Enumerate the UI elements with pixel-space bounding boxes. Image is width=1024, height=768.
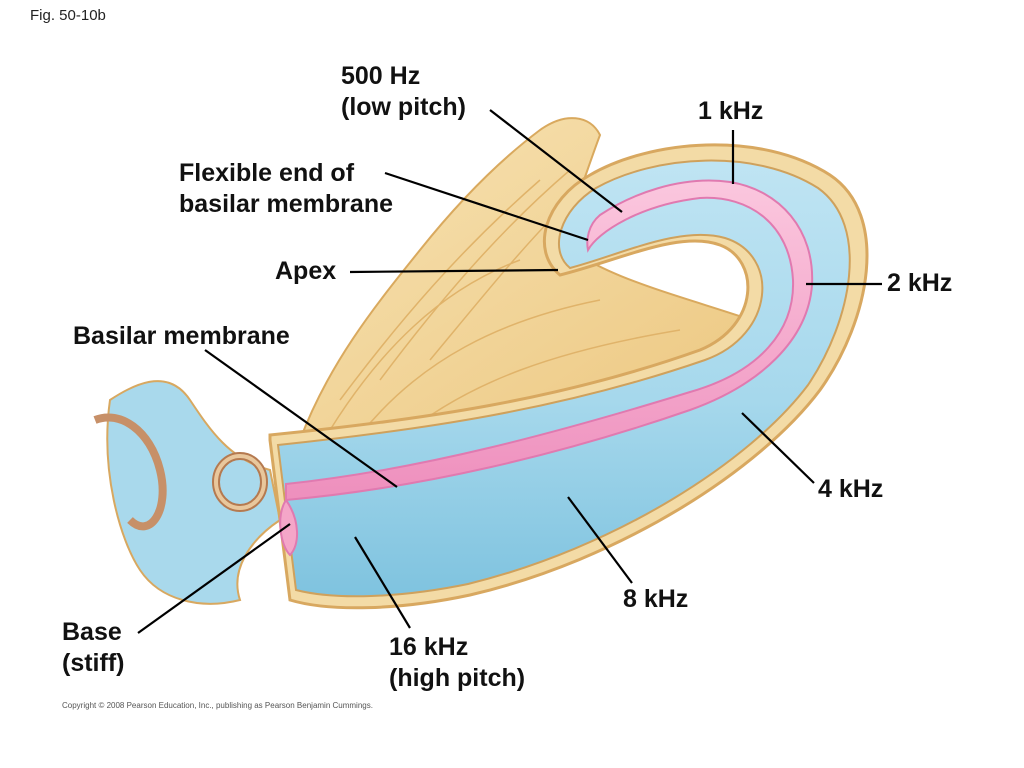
label-4khz: 4 kHz	[818, 475, 884, 503]
label-8khz: 8 kHz	[623, 585, 689, 613]
label-base: Base (stiff)	[62, 617, 124, 679]
label-basilar-membrane: Basilar membrane	[73, 322, 290, 350]
label-500hz: 500 Hz (low pitch)	[341, 61, 466, 123]
label-base-line1: Base	[62, 618, 122, 646]
leader-4khz	[741, 412, 815, 484]
leader-base	[137, 523, 291, 634]
label-flexible-end: Flexible end of basilar membrane	[179, 158, 393, 220]
label-500hz-line1: 500 Hz	[341, 62, 421, 90]
label-2khz: 2 kHz	[887, 269, 953, 297]
cochlear-duct	[276, 159, 851, 598]
leader-16khz	[354, 536, 411, 629]
label-base-line2: (stiff)	[62, 649, 125, 677]
oval-window-region	[93, 380, 282, 605]
basilar-membrane	[285, 179, 814, 502]
copyright-notice: Copyright © 2008 Pearson Education, Inc.…	[62, 701, 373, 710]
label-apex: Apex	[275, 257, 337, 285]
figure-number: Fig. 50-10b	[30, 7, 106, 24]
leader-500hz	[489, 109, 623, 213]
leader-apex	[349, 268, 559, 274]
label-flexible-end-line1: Flexible end of	[179, 159, 355, 187]
leader-basilar-membrane	[204, 349, 398, 488]
label-16khz: 16 kHz (high pitch)	[389, 632, 525, 694]
label-500hz-line2: (low pitch)	[341, 93, 466, 121]
leader-8khz	[567, 496, 633, 584]
label-flexible-end-line2: basilar membrane	[179, 190, 393, 218]
leader-flexible-end	[384, 171, 589, 242]
label-1khz: 1 kHz	[698, 97, 764, 125]
leader-lines	[137, 109, 882, 634]
label-16khz-line2: (high pitch)	[389, 664, 526, 692]
label-16khz-line1: 16 kHz	[389, 633, 469, 661]
